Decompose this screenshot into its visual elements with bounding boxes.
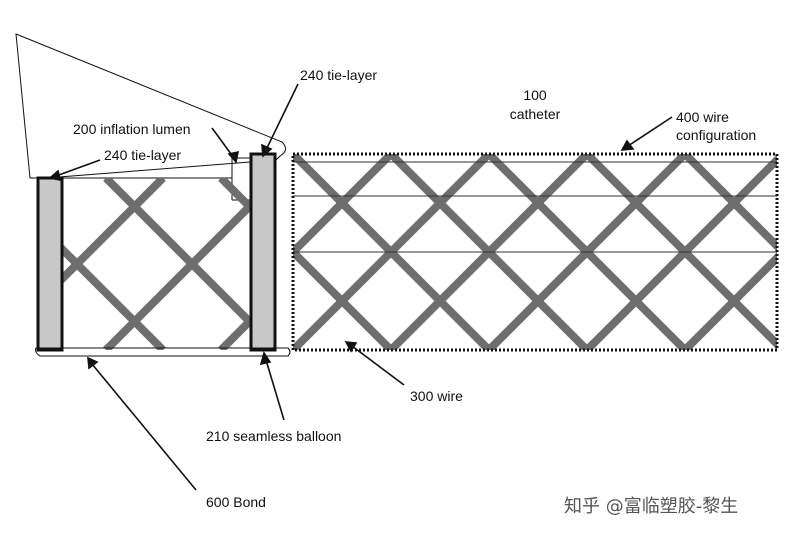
- arrowhead-tie-layer-top: [261, 143, 273, 158]
- label-bond: 600 Bond: [206, 494, 266, 510]
- arrowhead-seamless-balloon: [259, 351, 272, 366]
- tie-layer-right-band: [249, 152, 277, 352]
- label-inflation-lumen: 200 inflation lumen: [73, 121, 191, 137]
- arrowhead-tie-layer-left: [48, 169, 62, 182]
- arrowhead-bond: [87, 356, 99, 370]
- label-wire-config-line2: configuration: [676, 127, 757, 143]
- wire-strand: [783, 154, 804, 350]
- wire-strand: [783, 154, 804, 350]
- arrow-tie-layer-top: [265, 83, 299, 151]
- wire-strand: [293, 154, 394, 258]
- wire-strand: [682, 154, 777, 252]
- watermark: 知乎 @富临塑胶-黎生: [564, 496, 739, 517]
- arrow-wire: [351, 345, 405, 386]
- wire-strand: [293, 246, 394, 350]
- label-wire-config-line1: 400 wire: [676, 109, 729, 125]
- label-catheter-word: catheter: [509, 106, 561, 122]
- label-tie-layer-top: 240 tie-layer: [300, 67, 378, 83]
- arrow-tie-layer-left: [55, 159, 101, 177]
- wire-strand: [682, 252, 777, 350]
- arrow-wire-config: [627, 116, 673, 147]
- balloon-outline: [15, 33, 286, 179]
- label-wire: 300 wire: [410, 388, 463, 404]
- bond-outline: [35, 347, 291, 357]
- label-tie-layer-left: 240 tie-layer: [104, 147, 182, 163]
- tie-layer-left-band: [36, 176, 64, 352]
- label-seamless-balloon: 210 seamless balloon: [206, 428, 342, 444]
- wire-configuration-outline: [291, 152, 779, 352]
- arrowhead-inflation-lumen: [227, 150, 240, 164]
- arrowhead-wire-config: [620, 139, 635, 151]
- arrow-seamless-balloon: [265, 359, 285, 421]
- leader-arrows: [48, 83, 673, 491]
- arrowhead-wire: [344, 341, 358, 353]
- arrow-bond: [91, 363, 197, 491]
- label-catheter-number: 100: [523, 87, 547, 103]
